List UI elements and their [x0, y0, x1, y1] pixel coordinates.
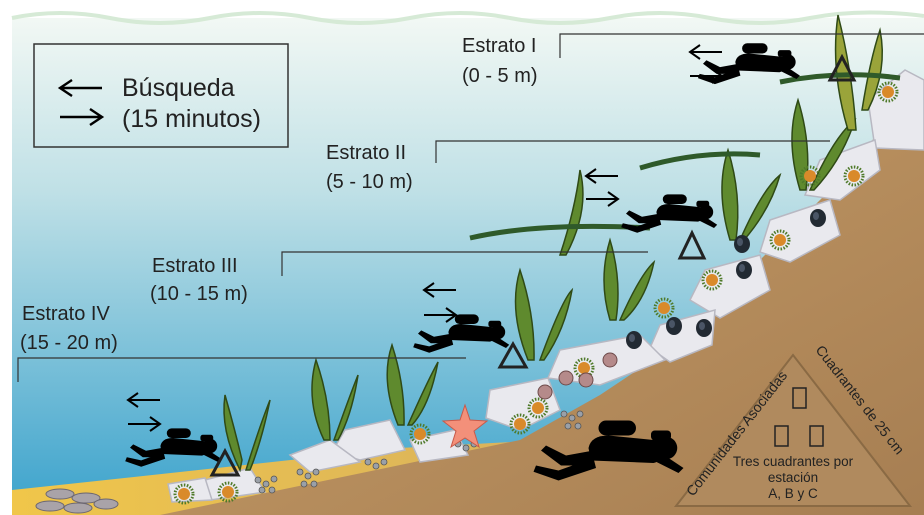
- stratum-name: Estrato III: [152, 255, 238, 277]
- quadrant-text-line-2: estación: [768, 470, 818, 485]
- stratum-depth: (0 - 5 m): [462, 65, 538, 87]
- quadrant-text-line-3: A, B y C: [768, 486, 818, 501]
- stratum-depth: (15 - 20 m): [20, 332, 118, 354]
- legend-duration-label: (15 minutos): [122, 105, 261, 133]
- stratum-name: Estrato I: [462, 35, 536, 57]
- legend-search-label: Búsqueda: [122, 74, 235, 102]
- stratum-name: Estrato IV: [22, 303, 110, 325]
- quadrant-text-line-1: Tres cuadrantes por: [733, 454, 854, 469]
- stratum-depth: (5 - 10 m): [326, 171, 413, 193]
- stratum-depth: (10 - 15 m): [150, 283, 248, 305]
- stratum-name: Estrato II: [326, 142, 406, 164]
